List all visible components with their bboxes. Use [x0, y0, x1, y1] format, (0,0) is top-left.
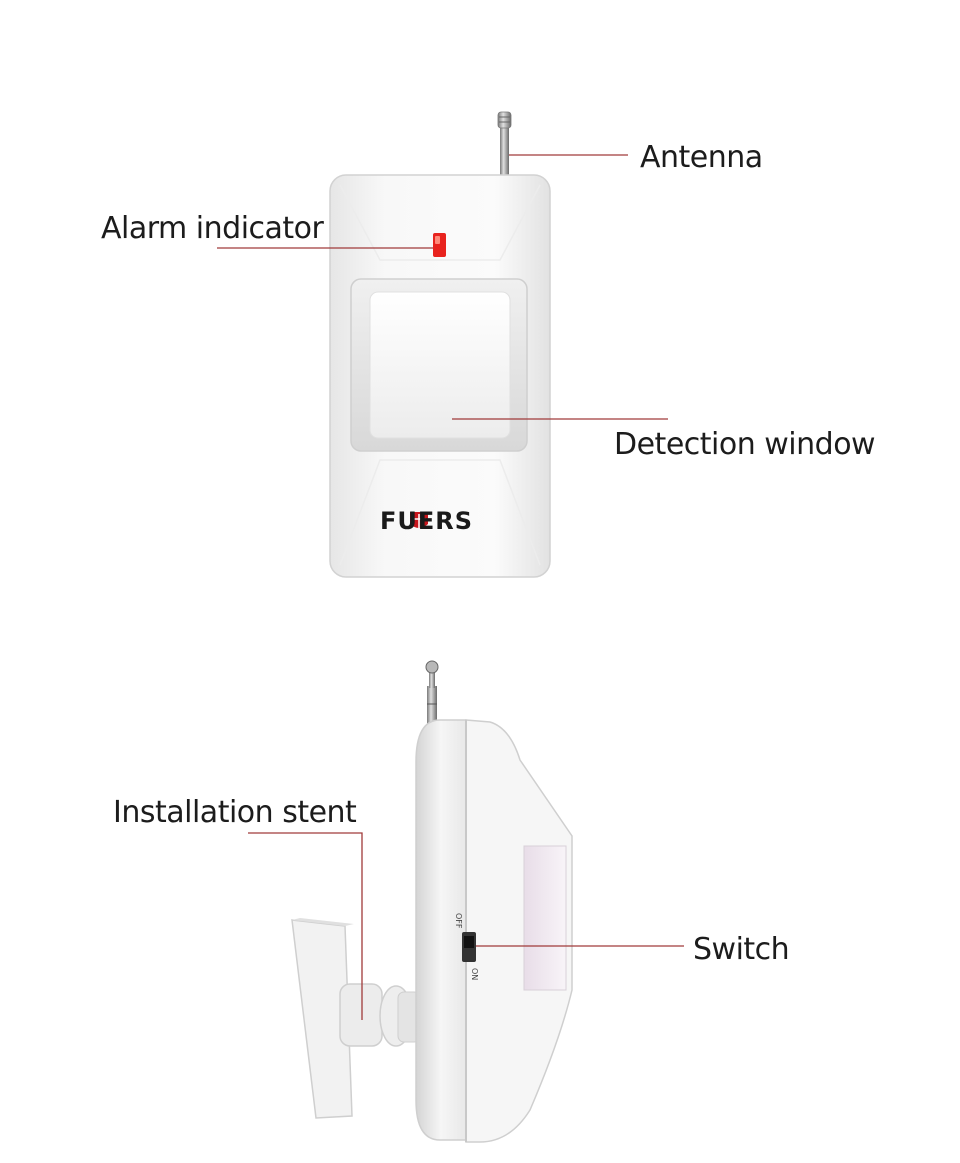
- installation-stent: [291, 918, 421, 1119]
- installation-stent-callout-line: [248, 832, 363, 1020]
- front-antenna: [497, 111, 512, 176]
- installation-stent-label: Installation stent: [113, 795, 357, 830]
- brand-logo: FUERS: [380, 509, 474, 533]
- side-sensor-body: [415, 719, 573, 1143]
- detection-window-label: Detection window: [614, 427, 876, 462]
- switch-on-label: ON: [470, 968, 479, 981]
- power-switch: [462, 932, 476, 962]
- detection-window: [350, 278, 528, 452]
- alarm-indicator-label: Alarm indicator: [101, 211, 324, 246]
- switch-off-label: OFF: [454, 913, 463, 929]
- callout-lines: [217, 154, 684, 1020]
- antenna-label: Antenna: [640, 140, 763, 175]
- switch-label: Switch: [693, 932, 790, 967]
- brand-shield-icon: [410, 512, 428, 528]
- alarm-indicator-led: [433, 233, 446, 257]
